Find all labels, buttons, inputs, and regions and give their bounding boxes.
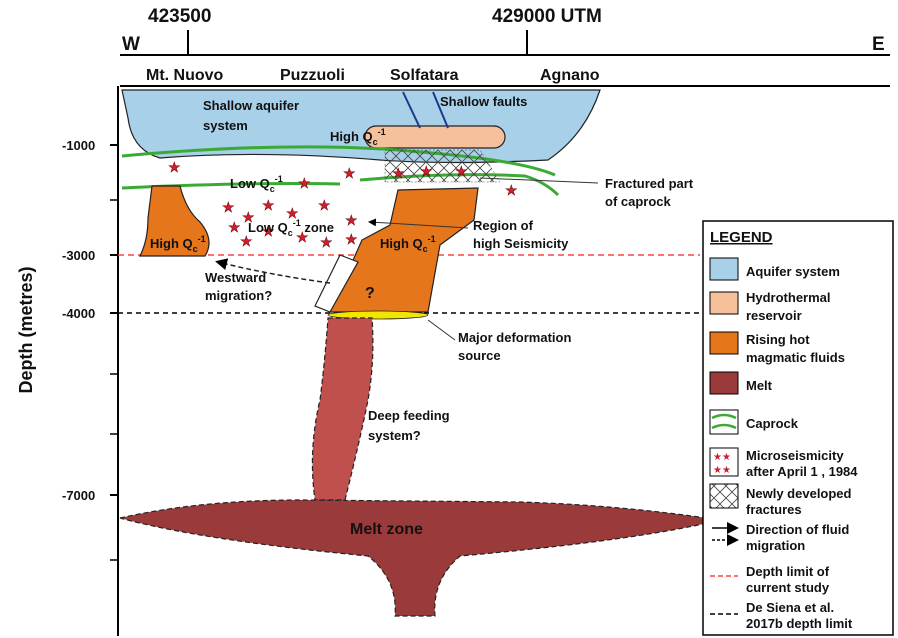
- place-mt-nuovo: Mt. Nuovo: [146, 67, 224, 84]
- legend-swatch-melt: [710, 372, 738, 394]
- legend-item-caprock: Caprock: [746, 416, 799, 431]
- legend-item-migration-1: Direction of fluid: [746, 522, 849, 537]
- legend-item-hydrothermal-2: reservoir: [746, 308, 802, 323]
- star: ★: [455, 163, 468, 179]
- deformation-source: [328, 311, 428, 319]
- label-seismicity-1: Region of: [473, 218, 534, 233]
- label-fractured-1: Fractured part: [605, 176, 694, 191]
- star: ★: [298, 175, 311, 191]
- legend-swatch-caprock: [710, 410, 738, 434]
- label-question: ?: [365, 285, 375, 302]
- star: ★: [343, 165, 356, 181]
- legend-swatch-fractures: [710, 484, 738, 508]
- depth-tick-1000: -1000: [62, 138, 95, 153]
- star: ★: [262, 197, 275, 213]
- melt-zone: [120, 500, 720, 616]
- star: ★: [228, 219, 241, 235]
- depth-tick-4000: -4000: [62, 306, 95, 321]
- legend-item-magmatic-1: Rising hot: [746, 332, 810, 347]
- legend-item-desiena-2: 2017b depth limit: [746, 616, 853, 631]
- star: ★: [168, 159, 181, 175]
- legend-swatch-aquifer: [710, 258, 738, 280]
- legend-item-microseismicity-1: Microseismicity: [746, 448, 844, 463]
- legend-title: LEGEND: [710, 229, 773, 246]
- legend-item-fractures-1: Newly developed: [746, 486, 852, 501]
- legend-item-fractures-2: fractures: [746, 502, 802, 517]
- star: ★: [345, 231, 358, 247]
- star: ★: [318, 197, 331, 213]
- label-deformation-1: Major deformation: [458, 330, 571, 345]
- star: ★: [222, 199, 235, 215]
- east-label: E: [872, 34, 885, 55]
- label-feeding-2: system?: [368, 428, 421, 443]
- place-agnano: Agnano: [540, 67, 600, 84]
- legend-item-microseismicity-2: after April 1 , 1984: [746, 464, 858, 479]
- depth-tick-3000: -3000: [62, 248, 95, 263]
- legend-swatch-magmatic: [710, 332, 738, 354]
- star: ★: [345, 212, 358, 228]
- hydrothermal-reservoir: [365, 126, 505, 148]
- label-feeding-1: Deep feeding: [368, 408, 450, 423]
- legend-item-desiena-1: De Siena et al.: [746, 600, 834, 615]
- label-fractured-2: of caprock: [605, 194, 672, 209]
- star: ★: [505, 182, 518, 198]
- star: ★: [240, 233, 253, 249]
- label-shallow-faults: Shallow faults: [440, 94, 527, 109]
- legend-item-current-1: Depth limit of: [746, 564, 830, 579]
- legend-item-magmatic-2: magmatic fluids: [746, 350, 845, 365]
- legend-item-migration-2: migration: [746, 538, 805, 553]
- deformation-pointer: [428, 320, 455, 340]
- legend-swatch-hydrothermal: [710, 292, 738, 314]
- label-melt-zone: Melt zone: [350, 521, 423, 538]
- label-shallow-aquifer-1: Shallow aquifer: [203, 98, 299, 113]
- deep-feeding-system: [312, 318, 372, 500]
- depth-tick-7000: -7000: [62, 488, 95, 503]
- legend-item-melt: Melt: [746, 378, 773, 393]
- star: ★: [392, 165, 405, 181]
- label-shallow-aquifer-2: system: [203, 118, 248, 133]
- legend-item-hydrothermal-1: Hydrothermal: [746, 290, 831, 305]
- legend-item-current-2: current study: [746, 580, 830, 595]
- star: ★: [420, 163, 433, 179]
- star: ★: [320, 234, 333, 250]
- depth-axis-label: Depth (metres): [16, 266, 36, 393]
- label-westward-1: Westward: [205, 270, 266, 285]
- legend-item-aquifer: Aquifer system: [746, 264, 840, 279]
- label-westward-2: migration?: [205, 288, 272, 303]
- svg-text:★★: ★★: [713, 465, 731, 476]
- west-label: W: [122, 34, 140, 55]
- utm-label-1: 423500: [148, 6, 211, 27]
- svg-text:★★: ★★: [713, 452, 731, 463]
- label-seismicity-2: high Seismicity: [473, 236, 569, 251]
- utm-label-2: 429000 UTM: [492, 6, 602, 27]
- place-solfatara: Solfatara: [390, 67, 459, 84]
- place-puzzuoli: Puzzuoli: [280, 67, 345, 84]
- label-deformation-2: source: [458, 348, 501, 363]
